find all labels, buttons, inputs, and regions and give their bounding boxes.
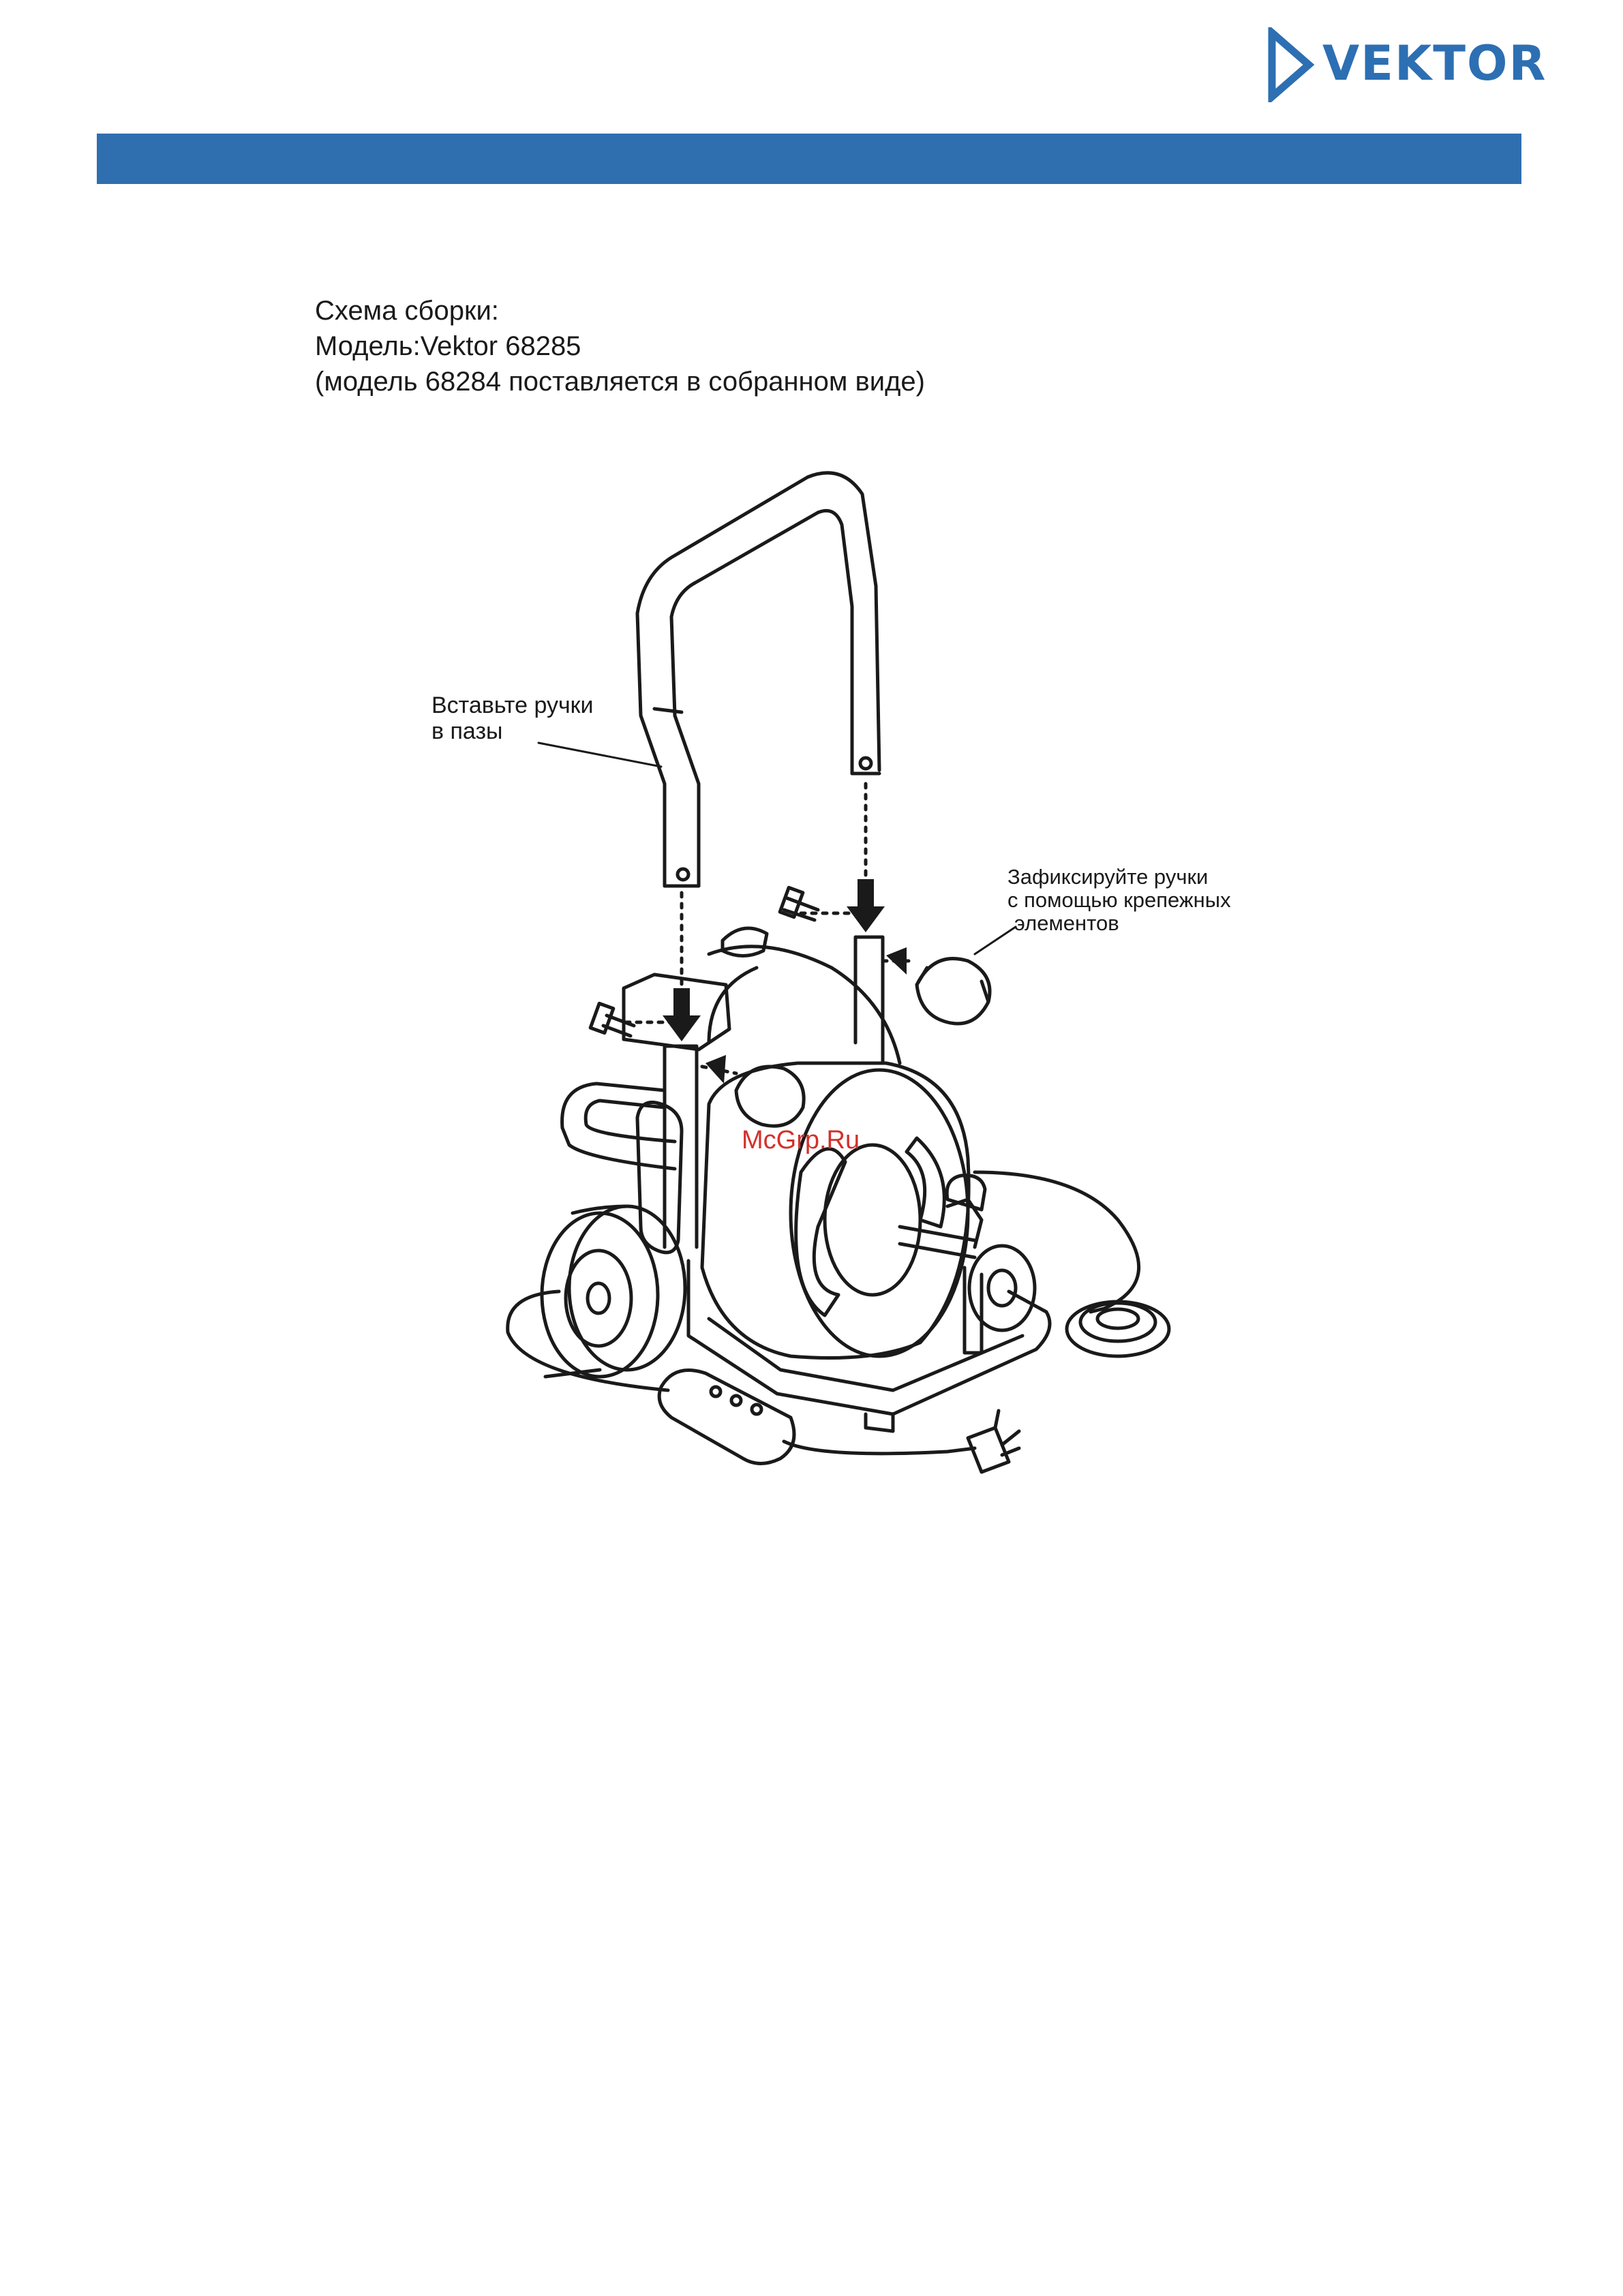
label-insert-handles: Вставьте ручки в пазы xyxy=(431,692,594,744)
watermark: McGrp.Ru xyxy=(742,1126,860,1155)
knob-illustration xyxy=(736,959,990,1127)
label-fix-handles: Зафиксируйте ручки с помощью крепежных э… xyxy=(1007,866,1231,935)
handle-illustration xyxy=(637,473,879,886)
